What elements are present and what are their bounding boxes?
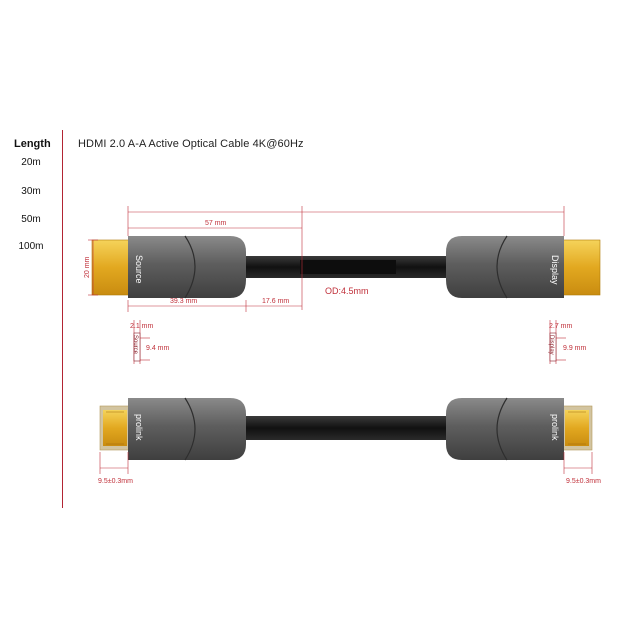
dim-9-4mm: 9.4 mm [146, 345, 170, 352]
length-heading: Length [14, 138, 51, 150]
length-option-50m[interactable]: 50m [21, 214, 41, 225]
dim-2-1mm: 2.1 mm [130, 323, 154, 330]
length-option-30m[interactable]: 30m [21, 186, 41, 197]
length-sidebar [0, 130, 63, 508]
dim-17-6mm: 17.6 mm [262, 298, 289, 305]
dim-39-3mm: 39.3 mm [170, 298, 197, 305]
brand-label-left: prolink [134, 414, 144, 441]
length-option-20m[interactable]: 20m [21, 157, 41, 168]
bottom-view: prolink prolink 9.5±0.3mm 9.5±0.3mm [98, 397, 601, 485]
right-housing-groove [496, 235, 508, 299]
length-option-100m[interactable]: 100m [18, 241, 44, 252]
right-housing-groove-bottom [496, 397, 508, 461]
product-title: HDMI 2.0 A-A Active Optical Cable 4K@60H… [78, 138, 304, 150]
left-housing [128, 236, 246, 298]
right-plug [561, 239, 601, 296]
right-plug-contacts [565, 410, 589, 446]
right-end-label: Display [548, 335, 554, 355]
dim-9-9mm: 9.9 mm [563, 345, 587, 352]
left-plug [91, 239, 131, 296]
left-housing-groove-bottom [184, 397, 196, 461]
dim-left-tip: 9.5±0.3mm [98, 478, 133, 485]
cable-center [300, 260, 396, 274]
display-label: Display [550, 255, 560, 285]
brand-label-right: prolink [550, 414, 560, 441]
left-end-label: Source [132, 335, 138, 355]
right-housing-bottom [446, 398, 564, 460]
source-label: Source [134, 255, 144, 284]
left-end-profile [133, 332, 141, 362]
top-view: Source Display 57 mm 20 mm 39.3 mm 17.6 … [84, 206, 601, 364]
left-housing-groove [184, 235, 196, 299]
left-housing-bottom [128, 398, 246, 460]
cable-body-bottom [240, 416, 452, 440]
dim-20mm: 20 mm [84, 256, 91, 278]
dim-57mm: 57 mm [205, 220, 227, 227]
right-housing [446, 236, 564, 298]
outer-diameter: OD:4.5mm [325, 286, 369, 296]
left-plug-contacts [103, 410, 127, 446]
dim-2-7mm: 2.7 mm [549, 323, 573, 330]
right-end-profile [549, 332, 557, 362]
dim-right-tip: 9.5±0.3mm [566, 478, 601, 485]
